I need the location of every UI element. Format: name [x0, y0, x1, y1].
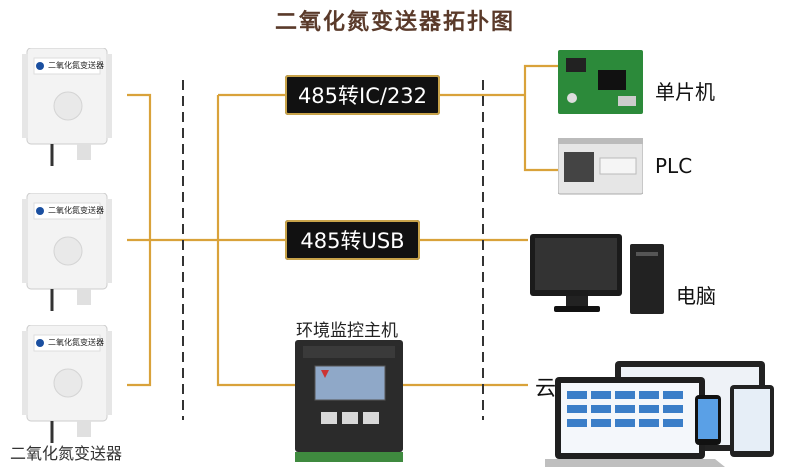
- computer-icon: [530, 234, 664, 314]
- usb-converter-box: 485转USB: [285, 220, 420, 260]
- plc-device-icon: [558, 138, 643, 195]
- mcu-label: 单片机: [655, 80, 715, 104]
- hub-vertical-wire: [216, 95, 295, 387]
- rs232-converter-box: 485转IC/232: [285, 75, 440, 115]
- sensor-device-3: [22, 325, 112, 443]
- sensor-label-1: 二氧化氮变送器: [48, 61, 104, 70]
- sensor-device-1: [22, 48, 112, 166]
- plc-label: PLC: [655, 154, 693, 178]
- sensor-label-3: 二氧化氮变送器: [48, 338, 104, 347]
- host-label: 环境监控主机: [296, 321, 398, 341]
- sensor-label-2: 二氧化氮变送器: [48, 206, 104, 215]
- cloud-platform-icon: [545, 361, 774, 467]
- sensor-device-2: [22, 193, 112, 311]
- sensor-caption: 二氧化氮变送器: [10, 444, 123, 463]
- mcu-plc-wire: [523, 64, 558, 172]
- host-device: [295, 340, 403, 462]
- pc-label: 电脑: [676, 284, 716, 308]
- mcu-board-icon: [558, 50, 643, 114]
- page-title: 二氧化氮变送器拓扑图: [274, 10, 515, 35]
